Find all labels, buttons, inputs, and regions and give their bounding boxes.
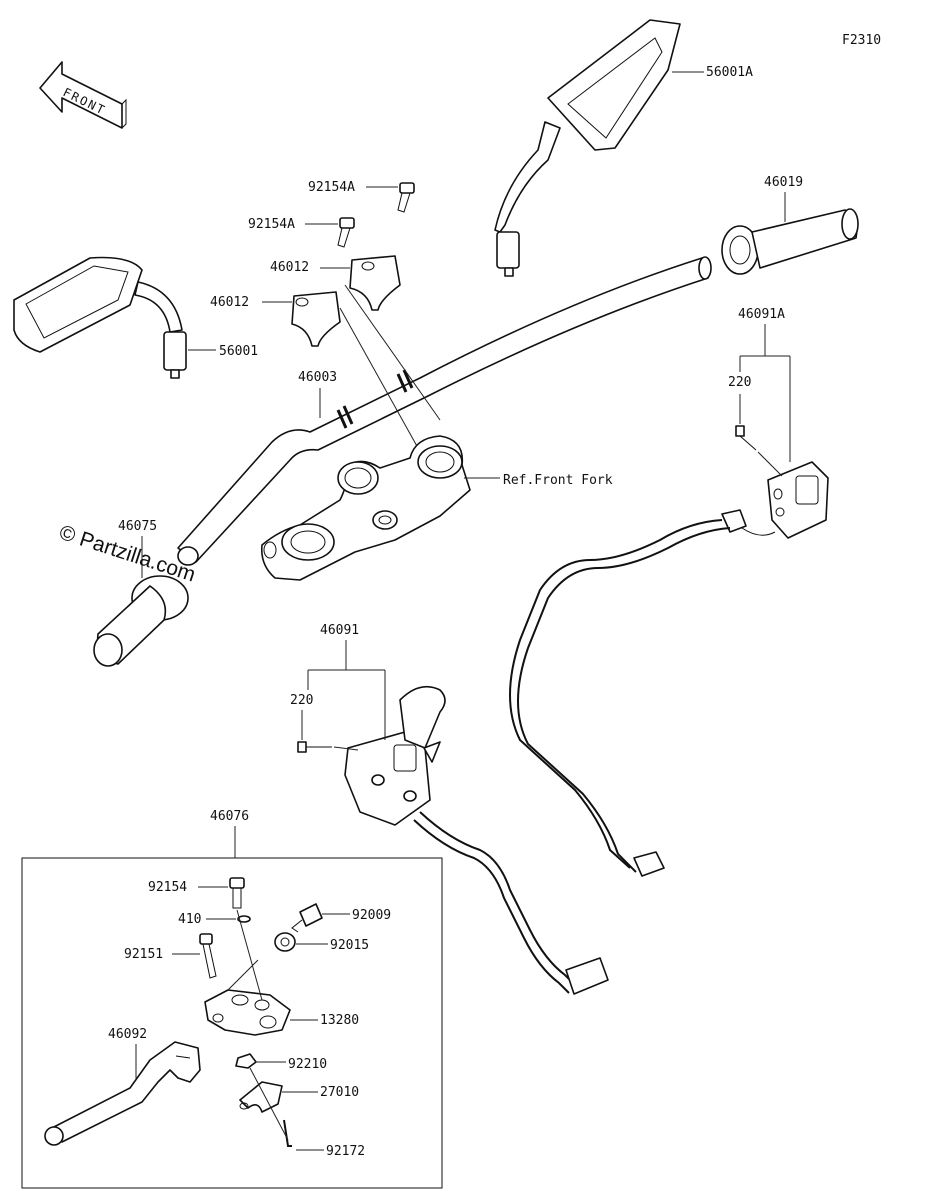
callout-410: 410 bbox=[178, 912, 201, 927]
callout-220-right: 220 bbox=[728, 375, 751, 390]
callout-46003: 46003 bbox=[298, 370, 337, 385]
front-arrow-icon: FRONT bbox=[39, 61, 127, 129]
bolt-92154A-1-part[interactable] bbox=[397, 182, 415, 213]
callout-46076: 46076 bbox=[210, 809, 249, 824]
callout-13280: 13280 bbox=[320, 1013, 359, 1028]
callout-92015: 92015 bbox=[330, 938, 369, 953]
switch-right-part[interactable] bbox=[721, 461, 829, 539]
callout-ref-front-fork: Ref.Front Fork bbox=[503, 473, 613, 488]
grip-right-part[interactable] bbox=[721, 208, 859, 275]
screw-92009-part[interactable] bbox=[291, 903, 323, 933]
callout-27010: 27010 bbox=[320, 1085, 359, 1100]
connector-left-part[interactable] bbox=[565, 957, 609, 995]
bolt-92154-part[interactable] bbox=[229, 877, 245, 909]
callout-46019: 46019 bbox=[764, 175, 803, 190]
callout-220-left: 220 bbox=[290, 693, 313, 708]
handlebar-part[interactable] bbox=[177, 256, 712, 566]
connector-right-part[interactable] bbox=[633, 851, 665, 877]
screw-220-right-part[interactable] bbox=[735, 425, 757, 451]
callout-92009: 92009 bbox=[352, 908, 391, 923]
callout-92210: 92210 bbox=[288, 1057, 327, 1072]
figure-code: F2310 bbox=[842, 33, 881, 48]
washer-410-part[interactable] bbox=[237, 915, 251, 923]
lever-46092-part[interactable] bbox=[44, 1041, 201, 1146]
nut-92210-part[interactable] bbox=[235, 1053, 257, 1069]
callout-46012-2: 46012 bbox=[210, 295, 249, 310]
callout-46091A: 46091A bbox=[738, 307, 785, 322]
fork-bracket-part[interactable] bbox=[260, 435, 471, 581]
callout-46012-1: 46012 bbox=[270, 260, 309, 275]
callout-92151: 92151 bbox=[124, 947, 163, 962]
holder-upper-1-part[interactable] bbox=[349, 255, 401, 311]
bolt-92154A-2-part[interactable] bbox=[337, 217, 355, 248]
screw-92172-part[interactable] bbox=[283, 1119, 292, 1147]
bracket-13280-part[interactable] bbox=[204, 989, 291, 1036]
callout-92154A-1: 92154A bbox=[308, 180, 355, 195]
mirror-left-part[interactable] bbox=[13, 256, 187, 379]
callout-92172: 92172 bbox=[326, 1144, 365, 1159]
bolt-92151-part[interactable] bbox=[199, 933, 217, 979]
callout-46075: 46075 bbox=[118, 519, 157, 534]
callout-56001A: 56001A bbox=[706, 65, 753, 80]
callout-56001: 56001 bbox=[219, 344, 258, 359]
grip-left-part[interactable] bbox=[93, 575, 189, 667]
lever-assembly-box bbox=[21, 857, 443, 1189]
callout-46091: 46091 bbox=[320, 623, 359, 638]
clamp-27010-part[interactable] bbox=[239, 1081, 283, 1113]
washer-92015-part[interactable] bbox=[274, 932, 296, 952]
mirror-right-part[interactable] bbox=[494, 19, 681, 277]
callout-92154A-2: 92154A bbox=[248, 217, 295, 232]
screw-220-left-part[interactable] bbox=[297, 741, 332, 753]
callout-92154: 92154 bbox=[148, 880, 187, 895]
switch-left-part[interactable] bbox=[344, 685, 446, 826]
callout-46092: 46092 bbox=[108, 1027, 147, 1042]
holder-upper-2-part[interactable] bbox=[291, 291, 341, 347]
